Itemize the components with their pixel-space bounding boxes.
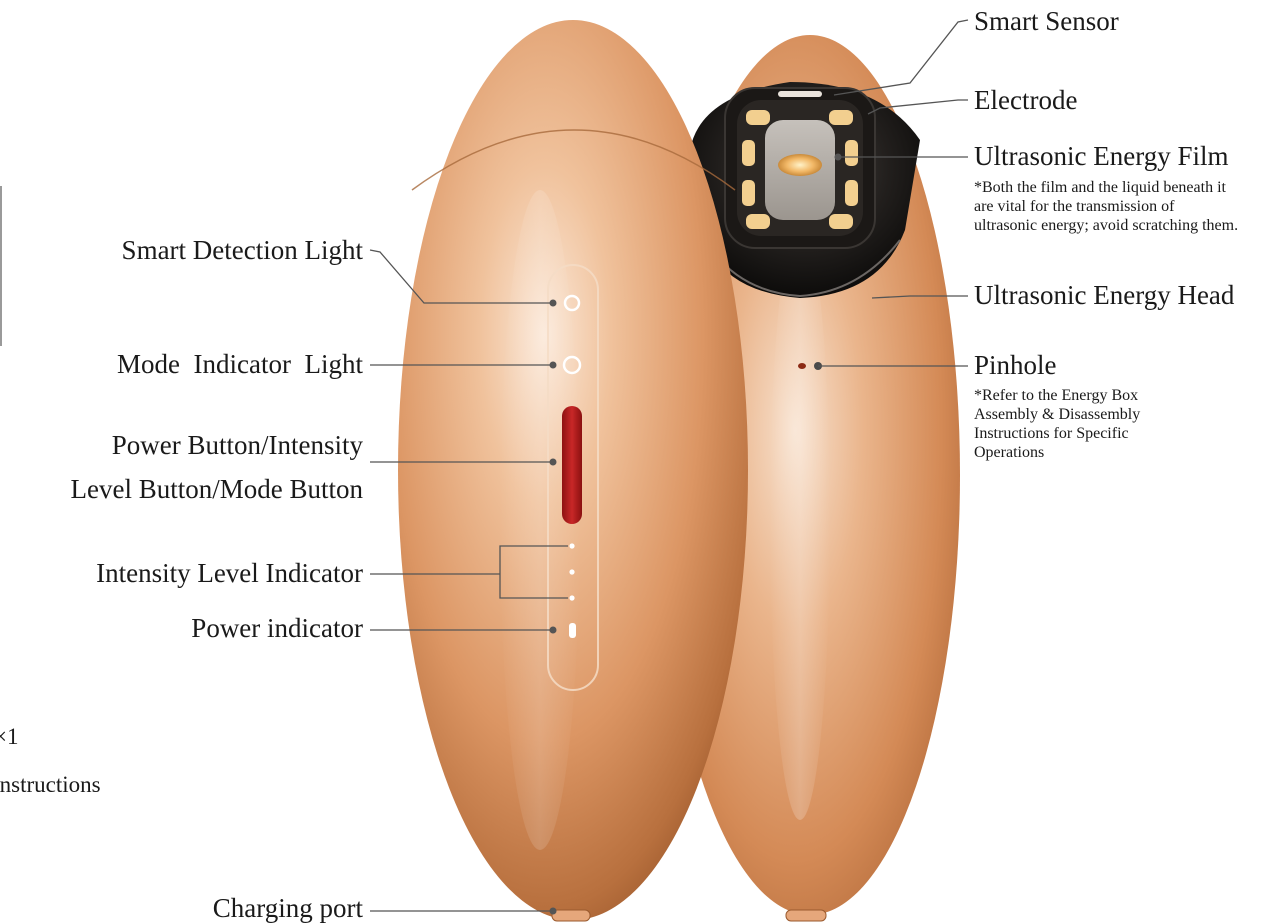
dot-light-icon [569,543,574,548]
label-mode-indicator-light: Mode Indicator Light [117,349,363,380]
label-intensity-level-indicator: Intensity Level Indicator [96,558,363,589]
label-pinhole: Pinhole [974,350,1057,381]
label-ultrasonic-energy-film: Ultrasonic Energy Film [974,141,1228,172]
fragment-instructions: Instructions [0,771,101,798]
dot-light-icon [569,595,574,600]
dot-light-icon [569,569,574,574]
label-ultrasonic-energy-head: Ultrasonic Energy Head [974,280,1234,311]
fragment-times-one: ×1 [0,723,18,750]
note-ultrasonic-energy-film: *Both the film and the liquid beneath it… [974,178,1239,268]
pill-button-icon [562,406,582,524]
label-charging-port: Charging port [213,893,363,924]
bar-light-icon [569,623,576,638]
label-smart-sensor: Smart Sensor [974,6,1119,37]
film-glow [778,154,822,176]
label-power-button-line1: Power Button/Intensity [112,430,363,461]
label-smart-detection-light: Smart Detection Light [122,235,363,266]
note-pinhole: *Refer to the Energy Box Assembly & Disa… [974,386,1154,462]
label-power-button-line2: Level Button/Mode Button [71,474,363,505]
smart-sensor-strip [778,91,822,97]
label-power-indicator: Power indicator [191,613,363,644]
left-edge-frame [0,186,2,346]
label-electrode: Electrode [974,85,1077,116]
